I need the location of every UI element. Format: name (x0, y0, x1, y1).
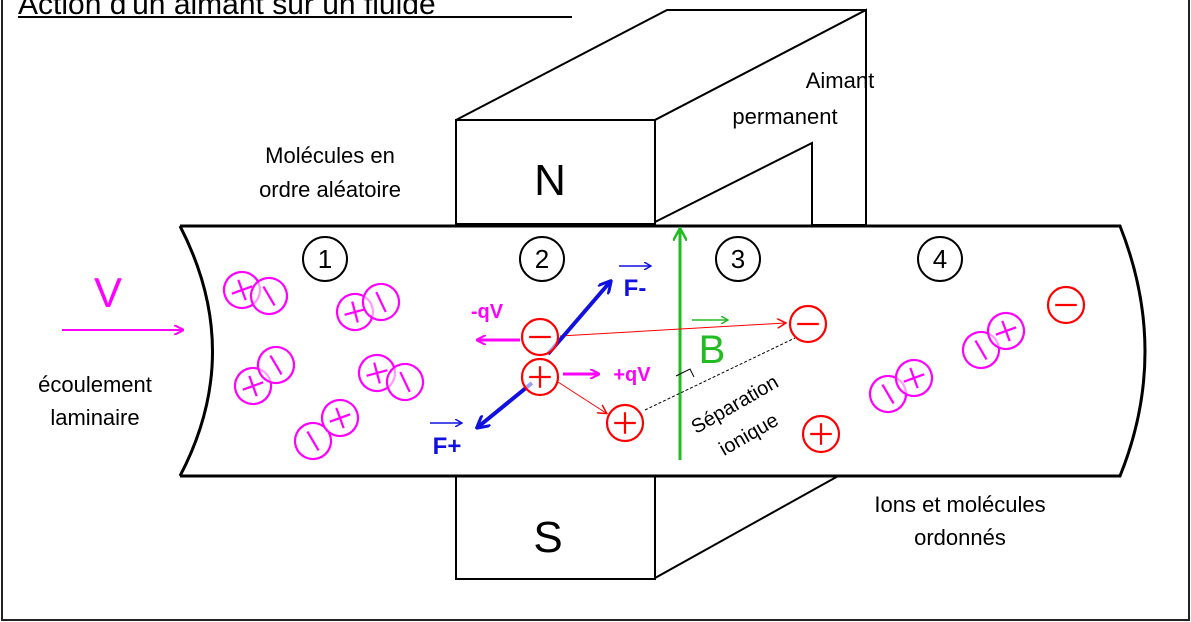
right-angle-mark (675, 368, 695, 378)
flow-label-line2: laminaire (50, 405, 139, 430)
magnet-side-face-lower (654, 474, 844, 580)
negative-ion: − (520, 317, 560, 357)
positive-ion-path (557, 381, 606, 413)
molecule-minus: − (361, 282, 401, 322)
minus-bar (269, 354, 283, 376)
minus-bar (881, 383, 895, 405)
ordered-label-line1: Ions et molécules (874, 492, 1045, 517)
zone-number: 3 (731, 244, 745, 274)
plus-vertical (351, 301, 359, 323)
force-plus-label: F+ (433, 433, 462, 460)
pole-north-face (455, 119, 656, 225)
molecule-plus: + (986, 311, 1026, 351)
plus-vertical (248, 375, 258, 397)
molecule-plus: + (894, 358, 934, 398)
positive-ion: + (605, 403, 645, 443)
zone-number: 4 (933, 244, 947, 274)
minus-bar (399, 371, 411, 393)
minus-bar (306, 430, 320, 452)
magnet-label-line2: permanent (732, 104, 837, 129)
pole-south-label: S (533, 513, 562, 562)
plus-vertical (1001, 320, 1011, 342)
positive-ion: + (801, 414, 841, 454)
molecule-minus: − (293, 421, 333, 461)
ordered-label-line2: ordonnés (914, 525, 1006, 550)
velocity-label: V (94, 269, 122, 316)
separation-line (644, 337, 796, 411)
zone-marker-3: 3 (715, 236, 761, 282)
magnet-label-line1: Aimant (806, 68, 874, 93)
zone-marker-1: 1 (302, 236, 348, 282)
zone-number: 1 (318, 244, 332, 274)
molecule-minus: − (385, 362, 425, 402)
pole-south-face (455, 475, 656, 580)
plus-qv-label: +qV (613, 364, 651, 386)
plus-vertical (909, 367, 919, 389)
zone-marker-4: 4 (917, 236, 963, 282)
minus-bar (375, 291, 387, 313)
pipe (178, 224, 1147, 478)
permanent-magnet: N S (455, 8, 867, 580)
force-plus-arrow (478, 381, 534, 427)
pipe-opening (178, 225, 214, 477)
plus-vertical (237, 279, 247, 301)
minus-bar (262, 285, 276, 307)
random-order-label-line1: Molécules en (265, 143, 395, 168)
random-order-label-line2: ordre aléatoire (259, 177, 401, 202)
plus-vertical (335, 407, 345, 429)
positive-ion: + (520, 357, 560, 397)
molecule-minus: − (256, 345, 296, 385)
minus-bar (974, 339, 988, 361)
negative-ion-path (559, 323, 785, 337)
flow-label-line1: écoulement (38, 372, 152, 397)
molecule-plus: + (320, 398, 360, 438)
plus-vertical (373, 362, 381, 384)
negative-ion: − (1046, 285, 1086, 325)
zone-number: 2 (535, 244, 549, 274)
molecule-minus: − (249, 276, 289, 316)
particles: +−+−+−+−−+−+−++−−+−+ (222, 270, 1086, 461)
minus-qv-label: -qV (471, 301, 504, 323)
force-minus-label: F- (624, 275, 647, 302)
zone-marker-2: 2 (519, 236, 565, 282)
pole-north-label: N (534, 156, 566, 205)
pipe-body (180, 224, 1147, 478)
negative-ion: − (788, 304, 828, 344)
field-label: B (699, 328, 726, 372)
diagram-title: Action d'un aimant sur un fluide (18, 0, 436, 21)
